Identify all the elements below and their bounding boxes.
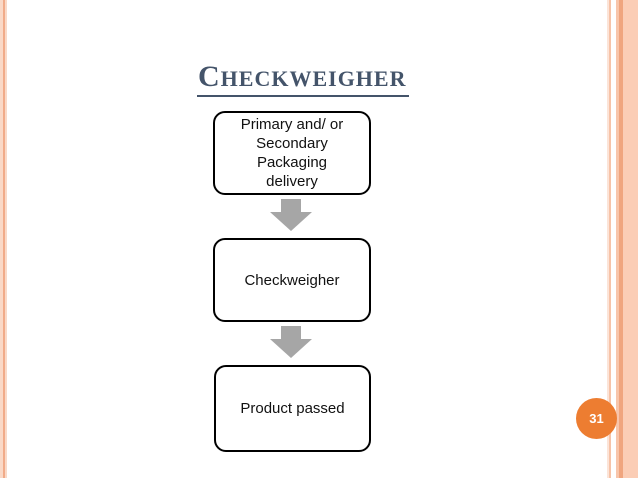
right-edge-stripe-band bbox=[607, 0, 638, 478]
down-arrow-head bbox=[270, 339, 312, 358]
down-arrow-icon bbox=[270, 199, 312, 231]
flowchart-box-product-passed: Product passed bbox=[214, 365, 371, 452]
flowchart-box-checkweigher: Checkweigher bbox=[213, 238, 371, 322]
left-edge-stripe bbox=[0, 0, 7, 478]
flowchart-box-packaging-delivery: Primary and/ or Secondary Packaging deli… bbox=[213, 111, 371, 195]
page-number-badge: 31 bbox=[576, 398, 617, 439]
page-title-initial: C bbox=[198, 60, 221, 93]
page-title: CHECKWEIGHER bbox=[197, 60, 410, 97]
page-title-rest: HECKWEIGHER bbox=[220, 66, 407, 91]
down-arrow-head bbox=[270, 212, 312, 231]
down-arrow-stem bbox=[281, 199, 301, 212]
down-arrow-stem bbox=[281, 326, 301, 339]
down-arrow-icon bbox=[270, 326, 312, 358]
